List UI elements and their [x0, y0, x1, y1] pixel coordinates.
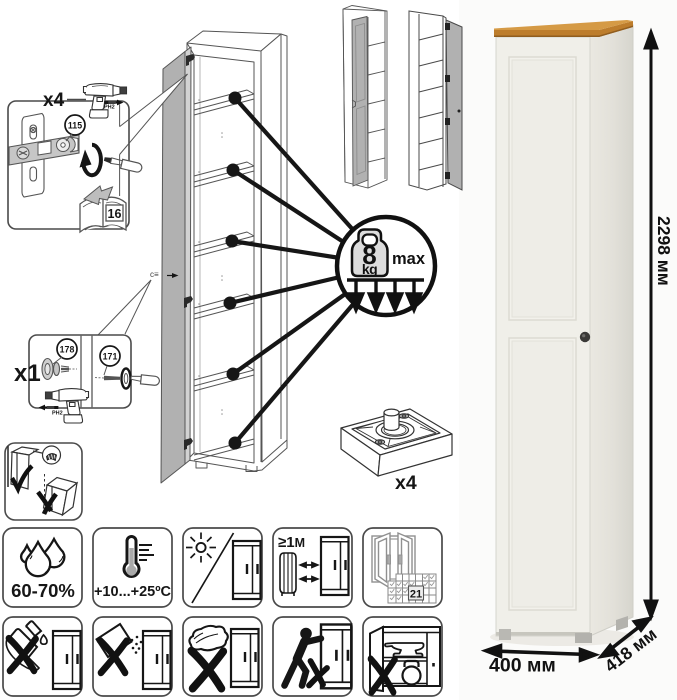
svg-text:8: 8: [362, 240, 376, 270]
svg-text:kg: kg: [362, 261, 377, 277]
svg-text:171: 171: [103, 352, 118, 362]
svg-text:115: 115: [68, 121, 82, 131]
svg-text:178: 178: [60, 345, 75, 355]
svg-text:PH2: PH2: [104, 105, 115, 111]
svg-text:max: max: [392, 250, 426, 268]
svg-text:≥1M: ≥1M: [278, 534, 305, 551]
svg-text:60-70%: 60-70%: [11, 580, 75, 601]
svg-text:PH2: PH2: [52, 411, 63, 417]
svg-text:2298 мм: 2298 мм: [654, 216, 674, 286]
svg-text:16: 16: [108, 207, 122, 221]
svg-text:x1: x1: [14, 360, 41, 387]
svg-text:400 мм: 400 мм: [489, 655, 556, 677]
svg-text:+10...+25ºC: +10...+25ºC: [94, 584, 172, 600]
svg-text:x4: x4: [43, 90, 65, 111]
svg-text:x4: x4: [395, 472, 417, 494]
svg-text:c≡: c≡: [150, 270, 159, 279]
svg-text:21: 21: [410, 589, 422, 601]
